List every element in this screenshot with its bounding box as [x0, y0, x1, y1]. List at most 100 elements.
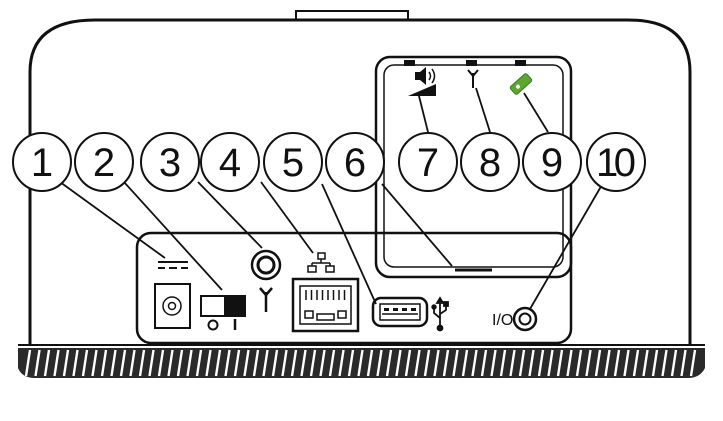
grille-slat	[176, 349, 184, 377]
ethernet-clip-left	[304, 310, 314, 319]
grille-slat	[214, 349, 222, 377]
ethernet-port	[291, 252, 360, 333]
grille-slat	[613, 349, 621, 377]
grille-slat	[604, 349, 611, 377]
grille-slat	[461, 349, 469, 377]
grille-slat	[471, 349, 478, 377]
top-ridge	[295, 10, 409, 20]
dc-power-input	[154, 261, 191, 329]
switch-slider	[224, 296, 245, 316]
usb-port	[371, 296, 449, 332]
grille-slat	[271, 349, 279, 377]
ethernet-socket	[299, 285, 352, 325]
grille-slat	[53, 349, 60, 377]
usb-contact	[384, 308, 389, 311]
callout-number-7: 7	[417, 141, 439, 185]
grille-slat	[338, 349, 345, 377]
antenna-connector	[250, 249, 282, 312]
grille-slat	[509, 349, 516, 377]
antenna-icon	[467, 69, 479, 88]
callout-circle-3	[140, 132, 200, 192]
callout-circle-10	[586, 132, 646, 192]
grille-slat	[585, 349, 592, 377]
grille-slat	[100, 349, 108, 377]
grille-slat	[195, 349, 203, 377]
grille-slat	[632, 349, 640, 377]
antenna-symbol-arm-left	[259, 287, 267, 296]
callout-circle-1	[12, 132, 72, 192]
grille-slat	[661, 349, 668, 377]
grille-slat	[366, 349, 374, 377]
grille-slat	[566, 349, 573, 377]
network-node-right	[325, 265, 335, 273]
callout-number-5: 5	[282, 141, 304, 185]
speaker-body	[415, 72, 420, 80]
leader-line-4	[260, 181, 314, 254]
leader-line-2	[123, 181, 223, 291]
grille-slat	[518, 349, 526, 377]
grille-slat	[252, 349, 260, 377]
grille-slat	[423, 349, 431, 377]
antenna-arm-left	[467, 69, 474, 77]
grille-slat	[528, 349, 535, 377]
grille-slat	[119, 349, 127, 377]
io-button-inner	[518, 312, 532, 326]
signal-strength-icon	[408, 84, 436, 96]
grille-slat	[300, 349, 307, 377]
grille-slat	[404, 349, 412, 377]
leader-line-9	[523, 92, 549, 133]
grille-slat	[357, 349, 364, 377]
signal-volume-led	[404, 60, 415, 66]
grille-slat	[670, 349, 678, 377]
grille-slat	[319, 349, 326, 377]
network-node-top	[317, 252, 326, 260]
leader-line-6	[381, 183, 453, 267]
grille-slat	[224, 349, 231, 377]
battery-led	[515, 60, 526, 66]
grille-slat	[129, 349, 136, 377]
dc-jack-pin	[167, 301, 177, 311]
usb-contact	[402, 308, 407, 311]
speaker-cone	[420, 67, 426, 85]
antenna-symbol-arm-right	[265, 287, 273, 296]
grille-slat	[433, 349, 440, 377]
grille-slat	[91, 349, 98, 377]
grille-slat	[34, 349, 41, 377]
grille-slat	[642, 349, 649, 377]
callout-circle-2	[74, 132, 134, 192]
network-icon	[307, 252, 335, 273]
antenna-connector-inner	[256, 255, 276, 275]
usb-contacts	[384, 308, 416, 311]
usb-contact	[393, 308, 398, 311]
usb-icon-base	[436, 324, 444, 332]
battery-icon-plus	[516, 84, 521, 89]
callout-circle-9	[522, 132, 582, 192]
speaker-icon	[415, 67, 436, 85]
grille-slat	[110, 349, 117, 377]
grille-slat	[205, 349, 212, 377]
network-node-left	[307, 265, 317, 273]
callout-number-9: 9	[541, 141, 563, 185]
switch-off-mark	[207, 319, 219, 331]
device-body	[28, 18, 692, 345]
callout-number-1: 1	[31, 141, 53, 185]
callout-circle-7	[398, 132, 458, 192]
callout-circle-6	[325, 132, 385, 192]
antenna-led	[466, 60, 477, 66]
grille-slat	[414, 349, 421, 377]
callout-number-2: 2	[93, 141, 115, 185]
io-label: I/O	[492, 312, 513, 329]
io-button: I/O	[492, 306, 538, 332]
grille-slat	[347, 349, 355, 377]
leader-line-1	[59, 181, 166, 259]
grille-slat	[452, 349, 459, 377]
grille-slat	[157, 349, 165, 377]
grille-slat	[556, 349, 564, 377]
usb-socket	[379, 303, 421, 321]
grille-slat	[328, 349, 336, 377]
grille-slat	[262, 349, 269, 377]
grille-slat	[651, 349, 659, 377]
callout-number-4: 4	[219, 141, 241, 185]
